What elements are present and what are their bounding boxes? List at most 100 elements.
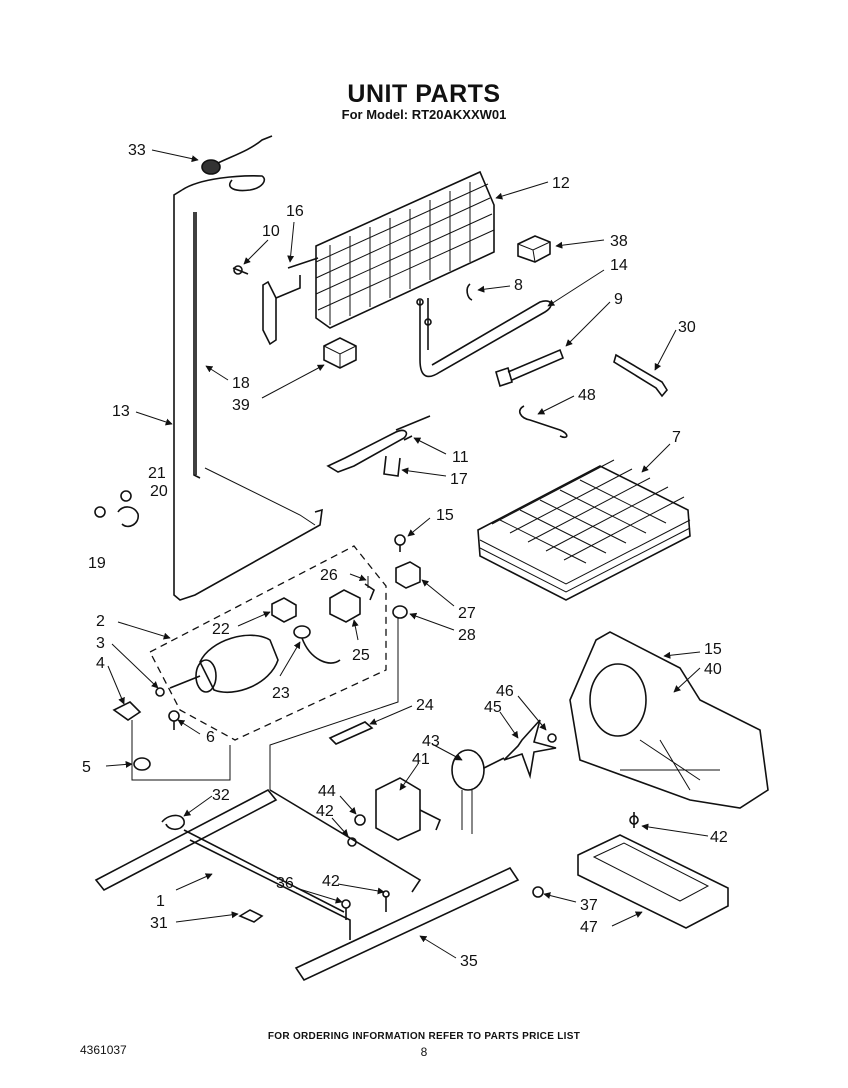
callout-9: 9	[614, 291, 623, 308]
callout-46: 46	[496, 683, 514, 700]
part-32-clip	[161, 814, 185, 831]
part-25-relay	[329, 589, 361, 623]
callout-22: 22	[212, 621, 230, 638]
callout-36: 36	[276, 875, 294, 892]
part-45-fan-blade	[503, 719, 557, 780]
leader-lines	[105, 149, 709, 959]
part-41-bracket	[375, 777, 442, 841]
part-48-clip	[518, 405, 568, 439]
part-19-nut	[94, 506, 106, 518]
callout-39: 39	[232, 397, 250, 414]
part-23-harness	[293, 625, 341, 664]
callout-5: 5	[82, 759, 91, 776]
callout-41: 41	[412, 751, 430, 768]
part-42-screw-c	[382, 890, 390, 912]
callout-38: 38	[610, 233, 628, 250]
callout-20: 20	[150, 483, 168, 500]
part-26-clip	[364, 583, 375, 601]
callout-4: 4	[96, 655, 105, 672]
part-18-wire	[193, 212, 316, 526]
callout-8: 8	[514, 277, 523, 294]
callout-26: 26	[320, 567, 338, 584]
callout-35: 35	[460, 953, 478, 970]
callout-labels: 33 12 16 10 38 8 14 9 30 18 39 13 48 11 …	[82, 142, 728, 970]
part-17-clip	[383, 455, 401, 477]
part-37-screw	[532, 886, 544, 898]
callout-16: 16	[286, 203, 304, 220]
part-14-heater	[416, 298, 552, 378]
callout-48: 48	[578, 387, 596, 404]
callout-47: 47	[580, 919, 598, 936]
callout-21: 21	[148, 465, 166, 482]
part-43-fan-motor	[451, 749, 505, 834]
page-number: 8	[420, 1045, 428, 1059]
callout-23: 23	[272, 685, 290, 702]
part-11-drier	[326, 415, 431, 473]
part-7-evaporator	[477, 459, 691, 601]
callout-42-right: 42	[710, 829, 728, 846]
part-8-clip	[466, 283, 473, 301]
callout-18: 18	[232, 375, 250, 392]
part-9-sensor	[495, 348, 565, 388]
part-33-connector	[201, 135, 273, 175]
callout-15-top: 15	[436, 507, 454, 524]
callout-44: 44	[318, 783, 336, 800]
connector-line	[269, 618, 399, 790]
page-title: UNIT PARTS	[347, 80, 501, 108]
part-6-bolt	[168, 710, 180, 730]
callout-42-left: 42	[316, 803, 334, 820]
callout-27: 27	[458, 605, 476, 622]
callout-43: 43	[422, 733, 440, 750]
ordering-note: FOR ORDERING INFORMATION REFER TO PARTS …	[267, 1031, 581, 1042]
part-21-screw	[120, 490, 132, 502]
part-16-bracket	[262, 257, 319, 346]
part-30-strip	[613, 353, 668, 398]
part-38-block	[517, 235, 551, 263]
callout-15-right: 15	[704, 641, 722, 658]
part-40-housing	[569, 631, 769, 809]
part-47-drain-pan	[577, 834, 729, 929]
callout-12: 12	[552, 175, 570, 192]
part-3-4-mount	[112, 687, 165, 721]
part-12-condenser	[315, 170, 495, 329]
compressor-assembly-outline	[149, 545, 387, 741]
callout-24: 24	[416, 697, 434, 714]
part-1-base-frame	[94, 788, 422, 940]
part-42-screw-b	[629, 812, 639, 828]
document-number: 4361037	[80, 1043, 127, 1057]
part-20-grommet	[117, 506, 139, 528]
callout-40: 40	[704, 661, 722, 678]
part-28-grommet	[392, 605, 408, 619]
callout-10: 10	[262, 223, 280, 240]
part-36-screw	[341, 899, 351, 920]
callout-28: 28	[458, 627, 476, 644]
callout-13: 13	[112, 403, 130, 420]
part-39-block	[323, 337, 357, 369]
model-subtitle: For Model: RT20AKXXW01	[341, 107, 507, 122]
callout-37: 37	[580, 897, 598, 914]
part-10-screw	[232, 265, 249, 275]
callout-7: 7	[672, 429, 681, 446]
callout-19: 19	[88, 555, 106, 572]
part-24-tube	[328, 721, 374, 745]
callout-31: 31	[150, 915, 168, 932]
part-13-tubing	[173, 175, 323, 601]
callout-30: 30	[678, 319, 696, 336]
part-46-nut	[547, 733, 557, 743]
part-22-plug	[271, 597, 297, 623]
part-44-screw	[354, 814, 366, 826]
mount-bracket-line	[131, 720, 231, 781]
part-31-clip	[238, 909, 264, 923]
callout-14: 14	[610, 257, 628, 274]
callout-2: 2	[96, 613, 105, 630]
callout-25: 25	[352, 647, 370, 664]
callout-6: 6	[206, 729, 215, 746]
part-2-compressor	[169, 634, 279, 694]
callout-33: 33	[128, 142, 146, 159]
callout-17: 17	[450, 471, 468, 488]
callout-11: 11	[452, 449, 469, 466]
part-15-screw-top	[394, 534, 406, 552]
callout-45: 45	[484, 699, 502, 716]
callout-1: 1	[156, 893, 165, 910]
